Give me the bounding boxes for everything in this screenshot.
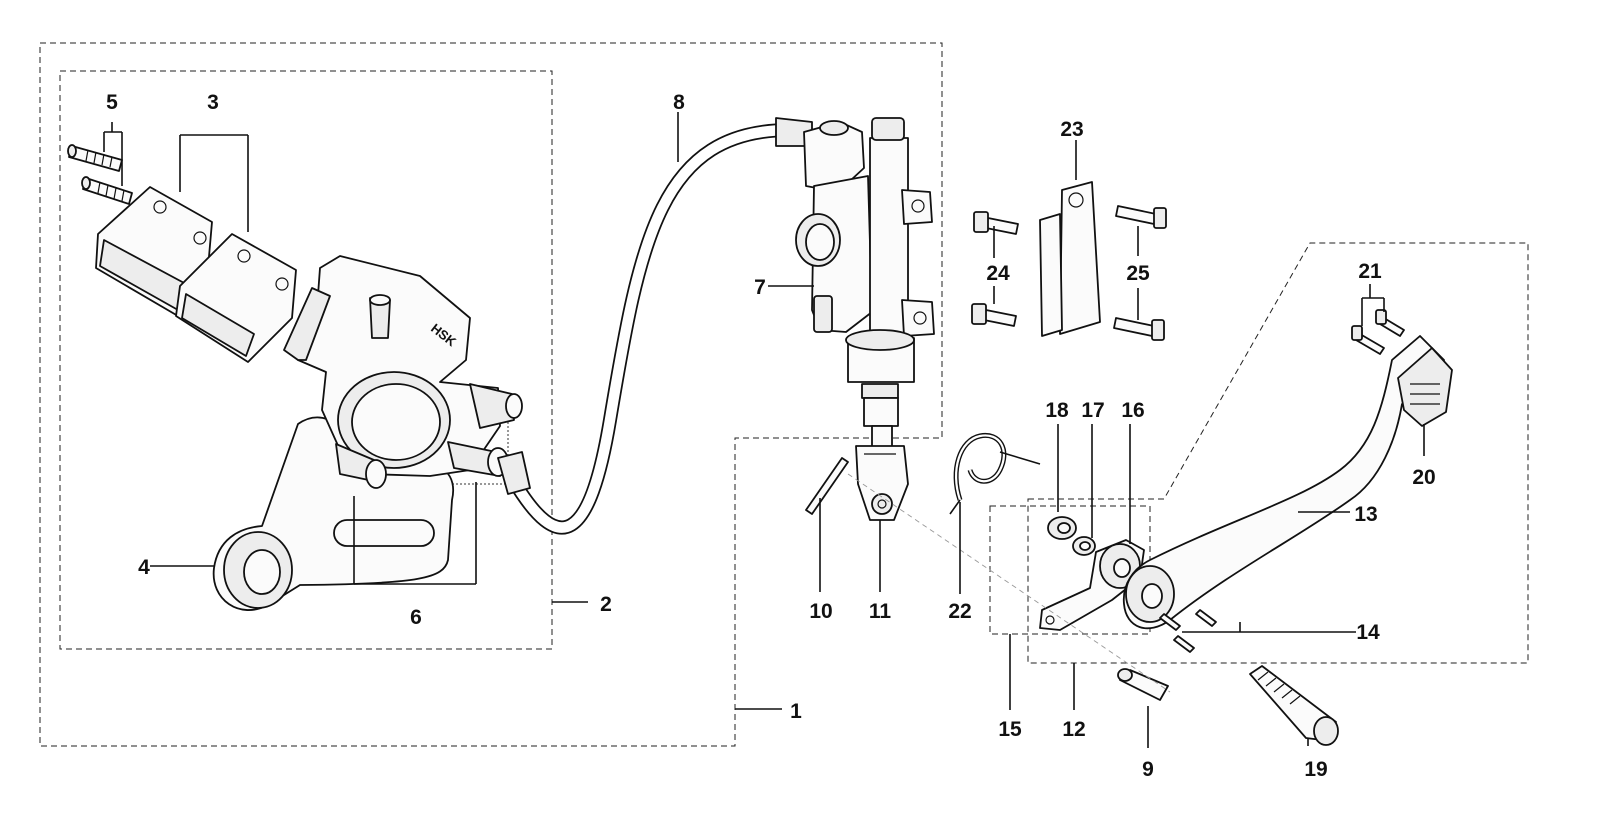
assembly-12-boundary bbox=[1027, 242, 1529, 664]
callout-22: 22 bbox=[948, 600, 971, 623]
pivot-pin-part bbox=[1117, 668, 1169, 701]
callout-20: 20 bbox=[1412, 466, 1435, 489]
callout-16: 16 bbox=[1121, 399, 1144, 422]
assembly-1-boundary bbox=[39, 42, 943, 747]
o-ring-part bbox=[1072, 536, 1096, 556]
pivot-bolt-part bbox=[1249, 665, 1339, 746]
brake-caliper-part: HSK bbox=[283, 255, 523, 489]
mounting-bracket-part bbox=[1039, 181, 1101, 337]
callout-4: 4 bbox=[138, 556, 150, 579]
pedal-tip-bolt-part bbox=[1351, 309, 1405, 355]
callout-17: 17 bbox=[1081, 399, 1104, 422]
callout-5: 5 bbox=[106, 91, 118, 114]
callout-19: 19 bbox=[1304, 758, 1327, 781]
callout-23: 23 bbox=[1060, 118, 1083, 141]
callout-25: 25 bbox=[1126, 262, 1150, 285]
callout-7: 7 bbox=[754, 276, 766, 299]
pedal-screw-part bbox=[1159, 609, 1217, 653]
bracket-bolt-right-part bbox=[1113, 205, 1167, 341]
callout-21: 21 bbox=[1358, 260, 1382, 283]
callout-2: 2 bbox=[600, 593, 612, 616]
return-spring-part bbox=[949, 432, 1041, 515]
callout-13: 13 bbox=[1354, 503, 1377, 526]
callout-11: 11 bbox=[869, 600, 892, 623]
callout-8: 8 bbox=[673, 91, 685, 114]
callout-14: 14 bbox=[1356, 621, 1380, 644]
callout-10: 10 bbox=[809, 600, 832, 623]
callout-18: 18 bbox=[1045, 399, 1069, 422]
callout-6: 6 bbox=[410, 606, 422, 629]
brake-pedal-lever-part bbox=[1122, 335, 1445, 630]
callout-12: 12 bbox=[1062, 718, 1085, 741]
leader-lines bbox=[103, 112, 1425, 748]
callout-1: 1 bbox=[790, 700, 802, 723]
callout-24: 24 bbox=[986, 262, 1010, 285]
brake-hose-part bbox=[497, 117, 813, 535]
callout-15: 15 bbox=[998, 718, 1022, 741]
callout-9: 9 bbox=[1142, 758, 1154, 781]
washer-part bbox=[1047, 516, 1077, 540]
clevis-part bbox=[855, 445, 909, 521]
pedal-tip-part bbox=[1397, 347, 1453, 427]
master-cylinder-part bbox=[795, 117, 935, 449]
assembly-axis-line bbox=[847, 473, 1171, 693]
cotter-pin-part bbox=[805, 457, 849, 515]
bracket-bolt-left-part bbox=[971, 211, 1019, 327]
assembly-2-boundary bbox=[59, 70, 553, 650]
brake-pad-part bbox=[95, 186, 297, 363]
caliper-bolt-part bbox=[67, 144, 133, 205]
callout-3: 3 bbox=[207, 91, 219, 114]
